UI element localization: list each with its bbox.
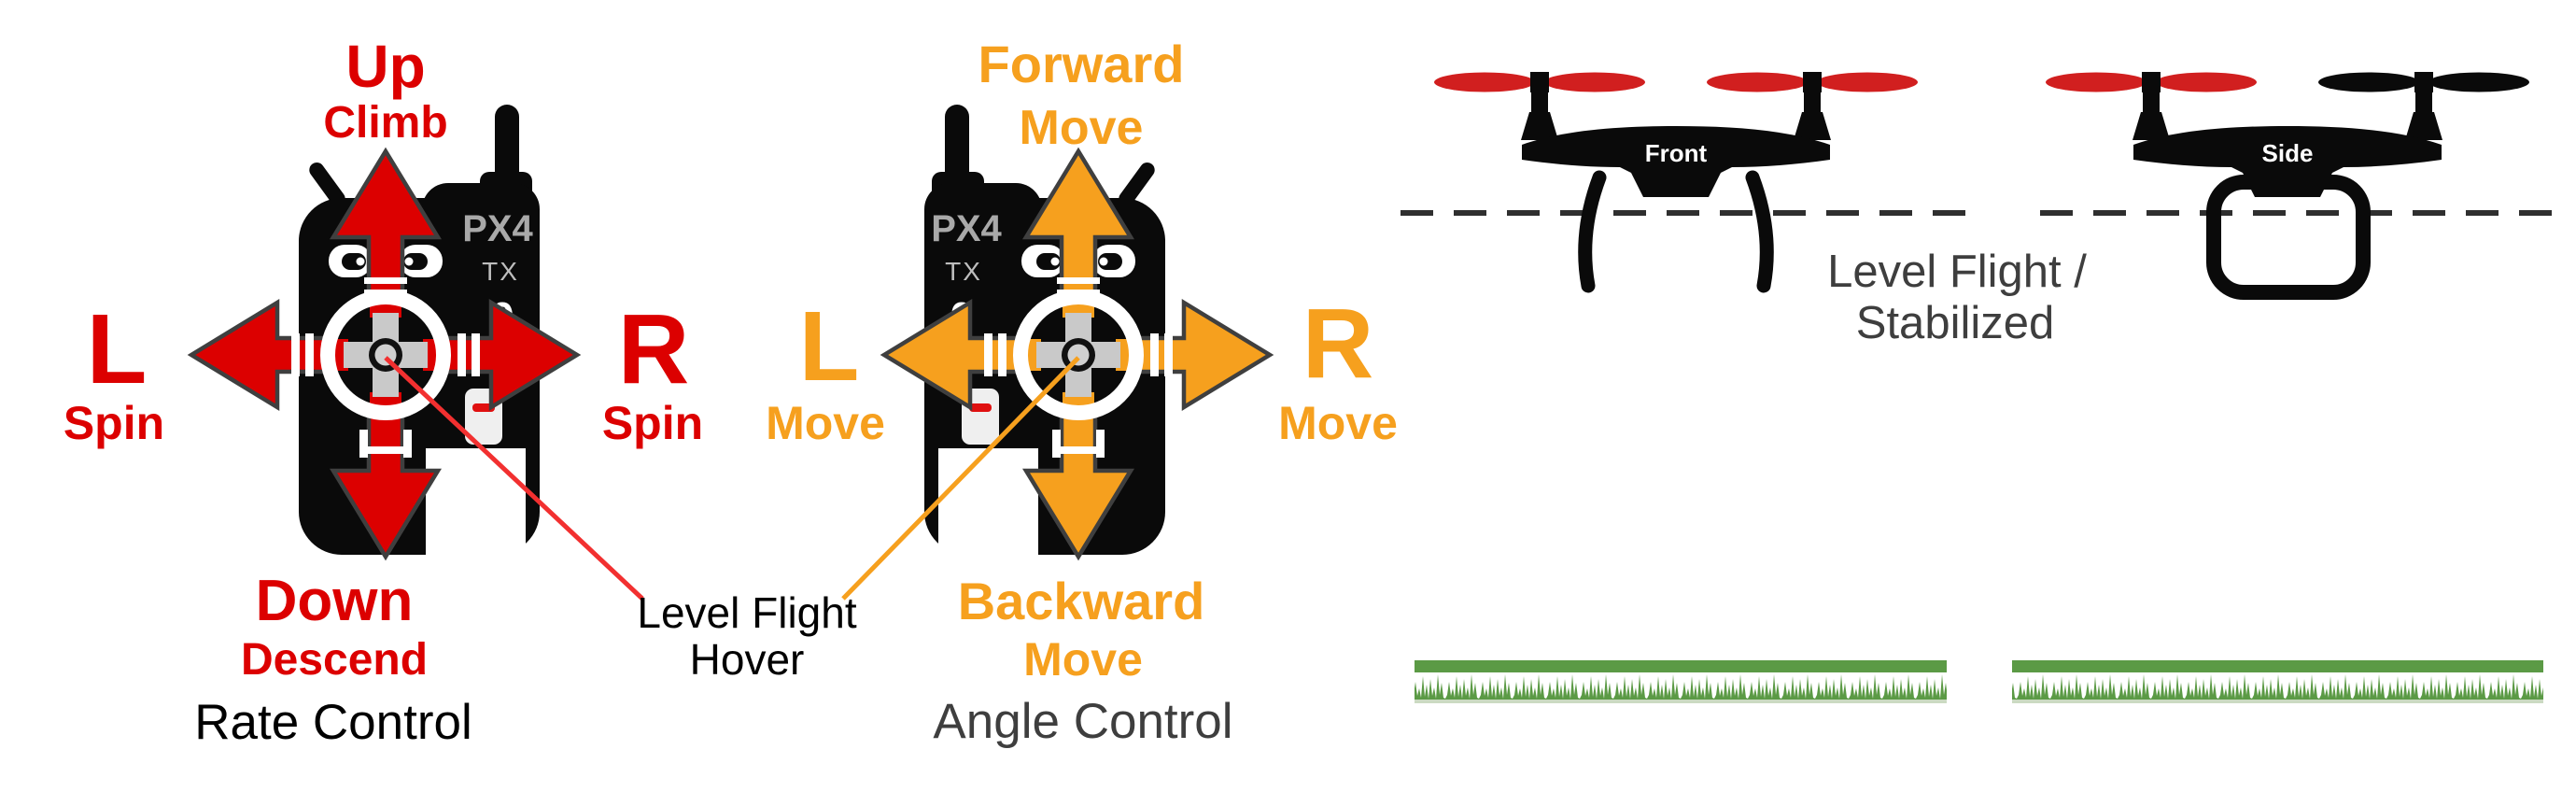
label-right: R (618, 294, 690, 404)
label-left: L (87, 294, 148, 404)
drone-front-label: Front (1645, 139, 1708, 167)
landing-skid (2206, 175, 2371, 300)
transmitter-brand: PX4 (931, 208, 1002, 249)
label-backward: Backward (958, 572, 1205, 630)
pointer-line-red (384, 356, 644, 601)
label-forward: Forward (978, 35, 1185, 93)
grass-edge-left (1415, 700, 1947, 703)
label-right: R (1302, 289, 1374, 399)
label-right-sub: Move (1278, 397, 1398, 449)
label-left: L (799, 291, 860, 402)
rate-control-diagram: Up Climb PX4 TX 0 L Spin R Spin Down Des… (63, 33, 703, 750)
label-down: Down (256, 569, 414, 633)
grass-strip-left (1415, 660, 1947, 702)
level-flight-illustration: Front Side Level Flight / Stabilized (1401, 72, 2569, 703)
transmitter-model: TX (482, 257, 519, 286)
pointer-line-orange (841, 356, 1080, 601)
transmitter-brand: PX4 (462, 208, 533, 249)
drone-side-label: Side (2262, 139, 2314, 167)
landing-leg-left (1578, 170, 1607, 293)
stick-center-note: Level Flight Hover (384, 356, 1080, 684)
grass-strips (1415, 660, 2543, 703)
note-line2: Hover (690, 635, 805, 684)
label-backward-sub: Move (1023, 633, 1143, 686)
note-line1: Level Flight (637, 588, 856, 637)
caption-rate-control: Rate Control (194, 695, 472, 750)
drone-side-view: Side (2046, 72, 2529, 300)
label-descend: Descend (241, 635, 428, 685)
transmitter-model: TX (945, 257, 982, 286)
landing-leg-right (1745, 170, 1774, 293)
grass-strip-right (2012, 660, 2543, 702)
label-left-sub: Move (766, 397, 885, 449)
label-left-sub: Spin (63, 397, 164, 449)
flight-note-line1: Level Flight / (1827, 247, 2087, 297)
label-climb: Climb (323, 98, 447, 148)
label-forward-sub: Move (1020, 101, 1144, 155)
grass-edge-right (2012, 700, 2543, 703)
label-right-sub: Spin (602, 397, 703, 449)
caption-angle-control: Angle Control (933, 694, 1232, 749)
label-up: Up (345, 33, 425, 100)
angle-control-diagram: Forward Move PX4 TX 0 L Move R Move Back… (766, 35, 1398, 749)
drone-front-view: Front (1434, 72, 1918, 293)
flight-note-line2: Stabilized (1856, 298, 2054, 348)
